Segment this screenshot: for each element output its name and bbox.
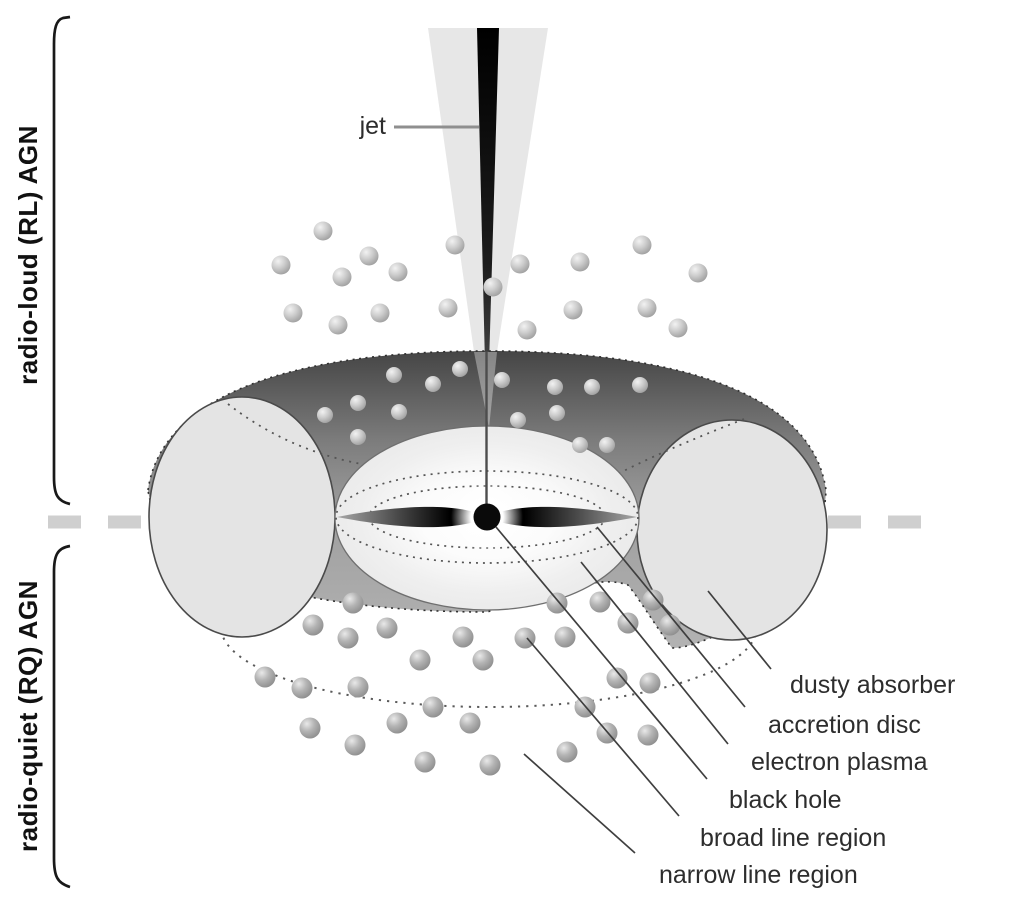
radio-loud-label: radio-loud (RL) AGN xyxy=(13,125,43,385)
radio-quiet-label: radio-quiet (RQ) AGN xyxy=(13,580,43,852)
accretion-disc-label: accretion disc xyxy=(768,711,921,739)
cloud-sphere xyxy=(317,407,333,423)
cloud-sphere xyxy=(370,303,390,323)
cloud-sphere xyxy=(386,712,408,734)
radio-quiet-bracket xyxy=(52,544,71,889)
cloud-sphere xyxy=(688,263,708,283)
cloud-sphere xyxy=(376,617,398,639)
cloud-sphere xyxy=(637,724,659,746)
cloud-sphere xyxy=(606,667,628,689)
cloud-sphere xyxy=(347,676,369,698)
cloud-sphere xyxy=(254,666,276,688)
cloud-sphere xyxy=(510,254,530,274)
cloud-sphere xyxy=(589,591,611,613)
cloud-sphere xyxy=(599,437,615,453)
pointer-lines xyxy=(495,526,772,854)
cloud-sphere xyxy=(637,298,657,318)
cloud-sphere xyxy=(350,395,366,411)
cloud-sphere xyxy=(632,235,652,255)
cloud-sphere xyxy=(452,361,468,377)
torus-lobe-left xyxy=(148,396,336,638)
cloud-sphere xyxy=(328,315,348,335)
cloud-sphere xyxy=(483,277,503,297)
cloud-sphere xyxy=(422,696,444,718)
classification-brackets: radio-loud (RL) AGN radio-quiet (RQ) AGN xyxy=(13,15,71,889)
cloud-sphere xyxy=(337,627,359,649)
cloud-sphere xyxy=(642,589,664,611)
cloud-sphere xyxy=(388,262,408,282)
cloud-sphere xyxy=(359,246,379,266)
cloud-sphere xyxy=(299,717,321,739)
dusty-absorber-pointer-line xyxy=(707,590,772,670)
cloud-sphere xyxy=(302,614,324,636)
clouds-upper xyxy=(271,221,708,340)
cloud-sphere xyxy=(472,649,494,671)
cloud-sphere xyxy=(479,754,501,776)
cloud-sphere xyxy=(659,614,681,636)
narrow-line-region-label: narrow line region xyxy=(659,861,858,889)
accretion-disc-pointer-line xyxy=(596,526,746,708)
clouds-lower xyxy=(254,589,681,776)
cloud-sphere xyxy=(563,300,583,320)
cloud-sphere xyxy=(283,303,303,323)
jet-label: jet xyxy=(359,112,386,140)
cloud-sphere xyxy=(547,379,563,395)
cloud-sphere xyxy=(425,376,441,392)
cloud-sphere xyxy=(510,412,526,428)
electron-plasma-pointer-line xyxy=(580,561,729,745)
narrow-line-region-pointer-line xyxy=(523,753,636,854)
cloud-sphere xyxy=(271,255,291,275)
component-labels: dusty absorber accretion disc electron p… xyxy=(659,671,955,889)
cloud-sphere xyxy=(639,672,661,694)
cloud-sphere xyxy=(445,235,465,255)
electron-plasma-label: electron plasma xyxy=(751,748,928,776)
cloud-sphere xyxy=(386,367,402,383)
broad-line-region-label: broad line region xyxy=(700,824,886,852)
radio-loud-bracket xyxy=(52,15,71,506)
cloud-sphere xyxy=(438,298,458,318)
cloud-sphere xyxy=(632,377,648,393)
cloud-sphere xyxy=(517,320,537,340)
cloud-sphere xyxy=(391,404,407,420)
cloud-sphere xyxy=(332,267,352,287)
cloud-sphere xyxy=(342,592,364,614)
cloud-sphere xyxy=(291,677,313,699)
cloud-sphere xyxy=(549,405,565,421)
black-hole-pointer-line xyxy=(495,526,708,780)
cloud-sphere xyxy=(350,429,366,445)
cloud-sphere xyxy=(584,379,600,395)
cloud-sphere xyxy=(556,741,578,763)
cloud-sphere xyxy=(313,221,333,241)
cloud-sphere xyxy=(414,751,436,773)
broad-line-region-pointer-line xyxy=(526,637,680,817)
accretion-disc-right-wing xyxy=(487,506,637,528)
accretion-disc-left-wing xyxy=(337,506,487,528)
cloud-sphere xyxy=(546,592,568,614)
dusty-absorber-label: dusty absorber xyxy=(790,671,955,699)
cloud-sphere xyxy=(554,626,576,648)
cloud-sphere xyxy=(409,649,431,671)
torus-lobe-right xyxy=(636,419,828,641)
clouds-torus xyxy=(317,361,648,453)
cloud-sphere xyxy=(570,252,590,272)
cloud-sphere xyxy=(452,626,474,648)
cloud-sphere xyxy=(344,734,366,756)
cloud-sphere xyxy=(617,612,639,634)
black-hole-label: black hole xyxy=(729,786,842,814)
cloud-sphere xyxy=(459,712,481,734)
cloud-sphere xyxy=(494,372,510,388)
jet-beam xyxy=(477,28,499,365)
black-hole xyxy=(473,503,501,531)
cloud-sphere xyxy=(514,627,536,649)
cloud-sphere xyxy=(668,318,688,338)
cloud-sphere xyxy=(572,437,588,453)
